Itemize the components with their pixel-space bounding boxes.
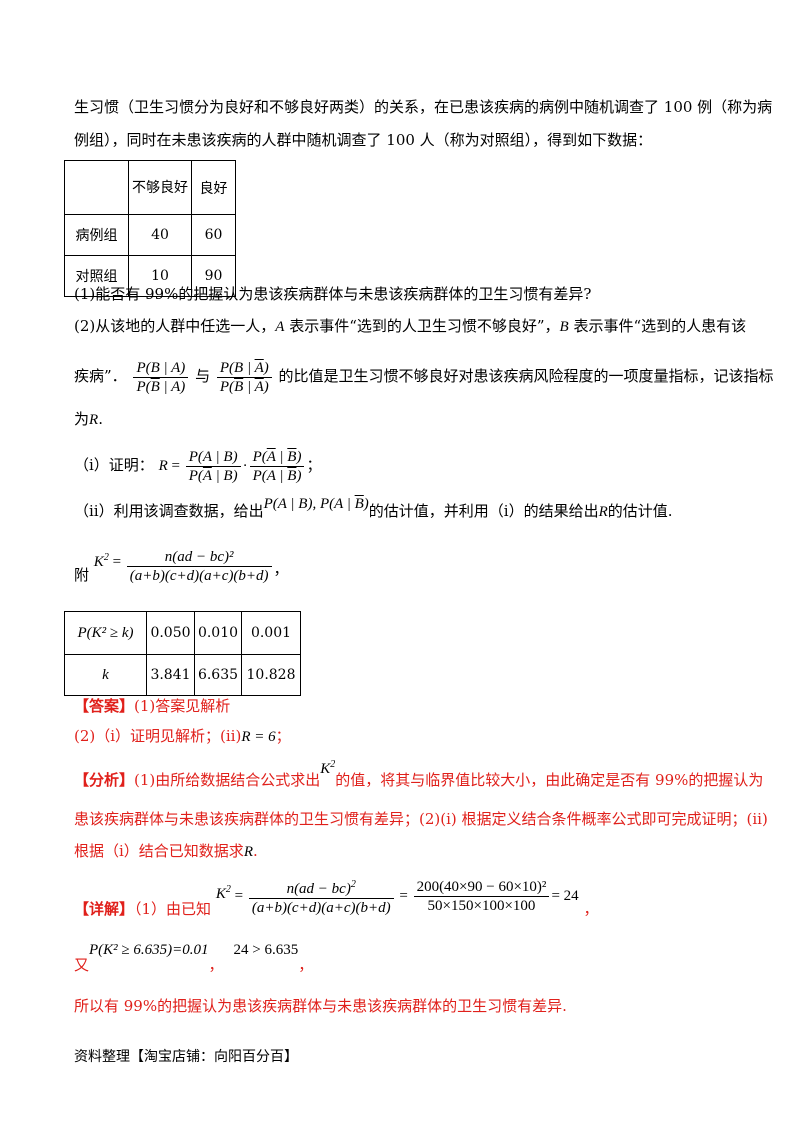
table-cell: 0.010 [194, 611, 242, 655]
question-2-line-1: (2)从该地的人群中任选一人，A 表示事件“选到的人卫生习惯不够良好”，B 表示… [74, 317, 747, 335]
table-cell: 60 [191, 214, 236, 256]
analysis-line-1: 【分析】(1)由所给数据结合公式求出K2的值，将其与临界值比较大小，由此确定是否… [74, 759, 764, 789]
detail-line-1: 【详解】（1）由已知 K2 = n(ad − bc)2(a+b)(c+d)(a+… [74, 872, 598, 919]
table-row: k 3.841 6.635 10.828 [64, 654, 301, 696]
table-cell: 0.001 [241, 611, 301, 655]
table-row: 病例组 40 60 [64, 214, 236, 256]
intro-line-2: 例组），同时在未患该疾病的人群中随机调查了 100 人（称为对照组），得到如下数… [74, 131, 653, 149]
table-cell: 90 [191, 255, 236, 297]
table-row-label: 对照组 [64, 255, 129, 297]
table-row: 不够良好 良好 [64, 160, 236, 215]
table-cell [64, 160, 129, 215]
table-cell: 10.828 [241, 654, 301, 696]
answer-line-1: 【答案】(1)答案见解析 [74, 697, 231, 715]
ratio-fraction-1: P(B | A)P(B | A) [133, 359, 189, 396]
table-cell: 0.050 [146, 611, 195, 655]
table-row: P(K² ≥ k) 0.050 0.010 0.001 [64, 611, 301, 655]
survey-data-table: 不够良好 良好 病例组 40 60 对照组 10 90 [64, 160, 236, 297]
table-cell: 3.841 [146, 654, 195, 696]
question-1: (1)能否有 99%的把握认为患该疾病群体与未患该疾病群体的卫生习惯有差异? [74, 285, 592, 303]
table-cell: 10 [128, 255, 192, 297]
question-2-line-2: 疾病”． P(B | A)P(B | A) 与 P(B | A)P(B | A)… [74, 359, 774, 396]
table-row: 对照组 10 90 [64, 255, 236, 297]
detail-line-3: 所以有 99%的把握认为患该疾病群体与未患该疾病群体的卫生习惯有差异. [74, 997, 567, 1015]
ratio-fraction-2: P(B | A)P(B | A) [216, 359, 272, 396]
answer-line-2: (2)（ⅰ）证明见解析；(ⅱ)R = 6； [74, 727, 291, 745]
table-cell: k [64, 654, 147, 696]
table-cell: 40 [128, 214, 192, 256]
table-cell: P(K² ≥ k) [64, 611, 147, 655]
analysis-line-3: 根据（ⅰ）结合已知数据求R. [74, 842, 258, 860]
question-2-part-ii: （ⅱ）利用该调查数据，给出P(A | B), P(A | B)的估计值，并利用（… [74, 496, 673, 520]
intro-line-1: 生习惯（卫生习惯分为良好和不够良好两类）的关系，在已患该疾病的病例中随机调查了 … [74, 98, 773, 116]
question-2-line-3: 为R. [74, 410, 103, 428]
table-header-cell: 良好 [191, 160, 236, 215]
question-2-part-i: （ⅰ）证明： R = P(A | B)P(A | B)·P(A | B)P(A … [74, 448, 322, 484]
table-cell: 6.635 [194, 654, 242, 696]
footer-text: 资料整理【淘宝店铺：向阳百分百】 [74, 1049, 298, 1065]
chi-square-formula: n(ad − bc)²(a+b)(c+d)(a+c)(b+d) [126, 548, 272, 585]
analysis-line-2: 患该疾病群体与未患该疾病群体的卫生习惯有差异；(2)(i) 根据定义结合条件概率… [74, 810, 768, 828]
appendix-formula: 附 K2 = n(ad − bc)²(a+b)(c+d)(a+c)(b+d)， [74, 548, 289, 585]
critical-value-table: P(K² ≥ k) 0.050 0.010 0.001 k 3.841 6.63… [64, 611, 301, 696]
table-header-cell: 不够良好 [128, 160, 192, 215]
detail-line-2: 又P(K² ≥ 6.635)=0.01，24 > 6.635， [74, 942, 314, 974]
table-row-label: 病例组 [64, 214, 129, 256]
